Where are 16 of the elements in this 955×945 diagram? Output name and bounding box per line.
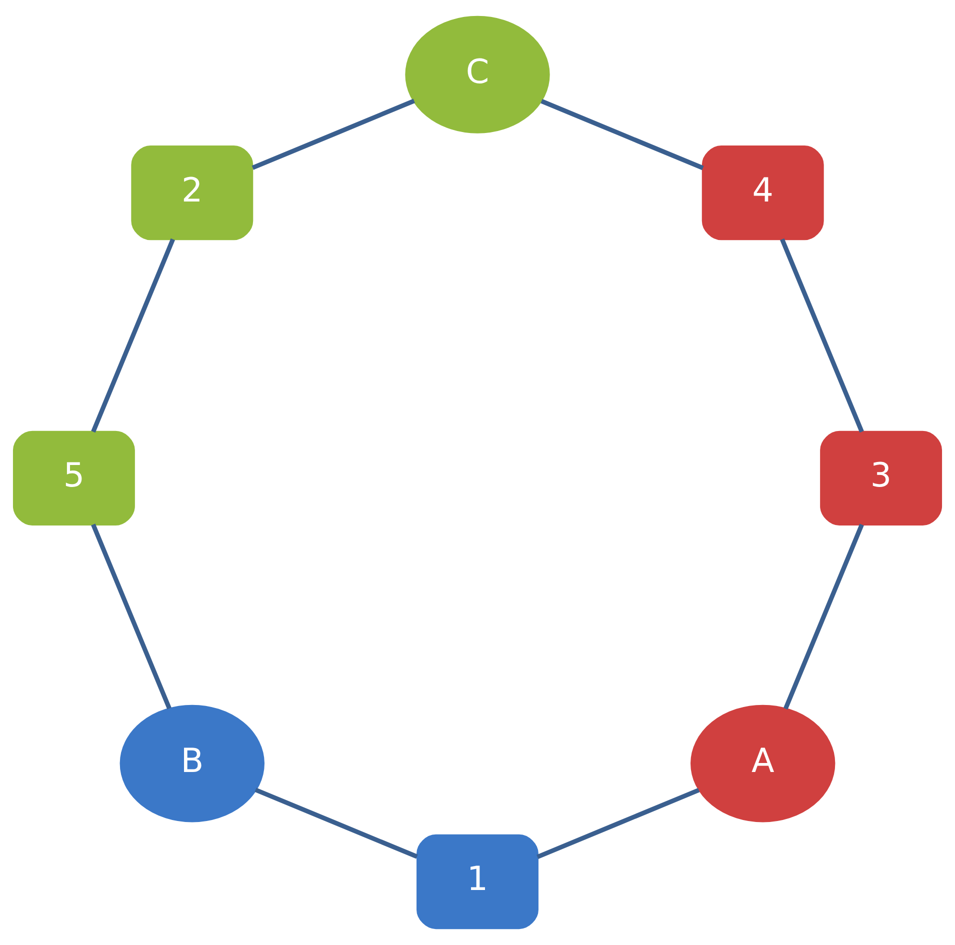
connector xyxy=(540,99,704,170)
node-box: 2 xyxy=(131,145,254,240)
node-box: 1 xyxy=(416,834,538,930)
node-box: 4 xyxy=(702,145,824,240)
node-ellipse: C xyxy=(405,16,550,134)
node-box: 5 xyxy=(12,430,135,526)
connector xyxy=(780,238,864,433)
connector xyxy=(536,788,700,860)
node-box: 3 xyxy=(820,430,942,526)
node-ellipse: B xyxy=(120,704,264,822)
connector xyxy=(783,524,864,710)
connector xyxy=(252,98,415,170)
connector xyxy=(91,238,175,433)
node-ellipse: A xyxy=(690,704,836,822)
connector xyxy=(91,524,172,710)
connector xyxy=(254,788,418,859)
